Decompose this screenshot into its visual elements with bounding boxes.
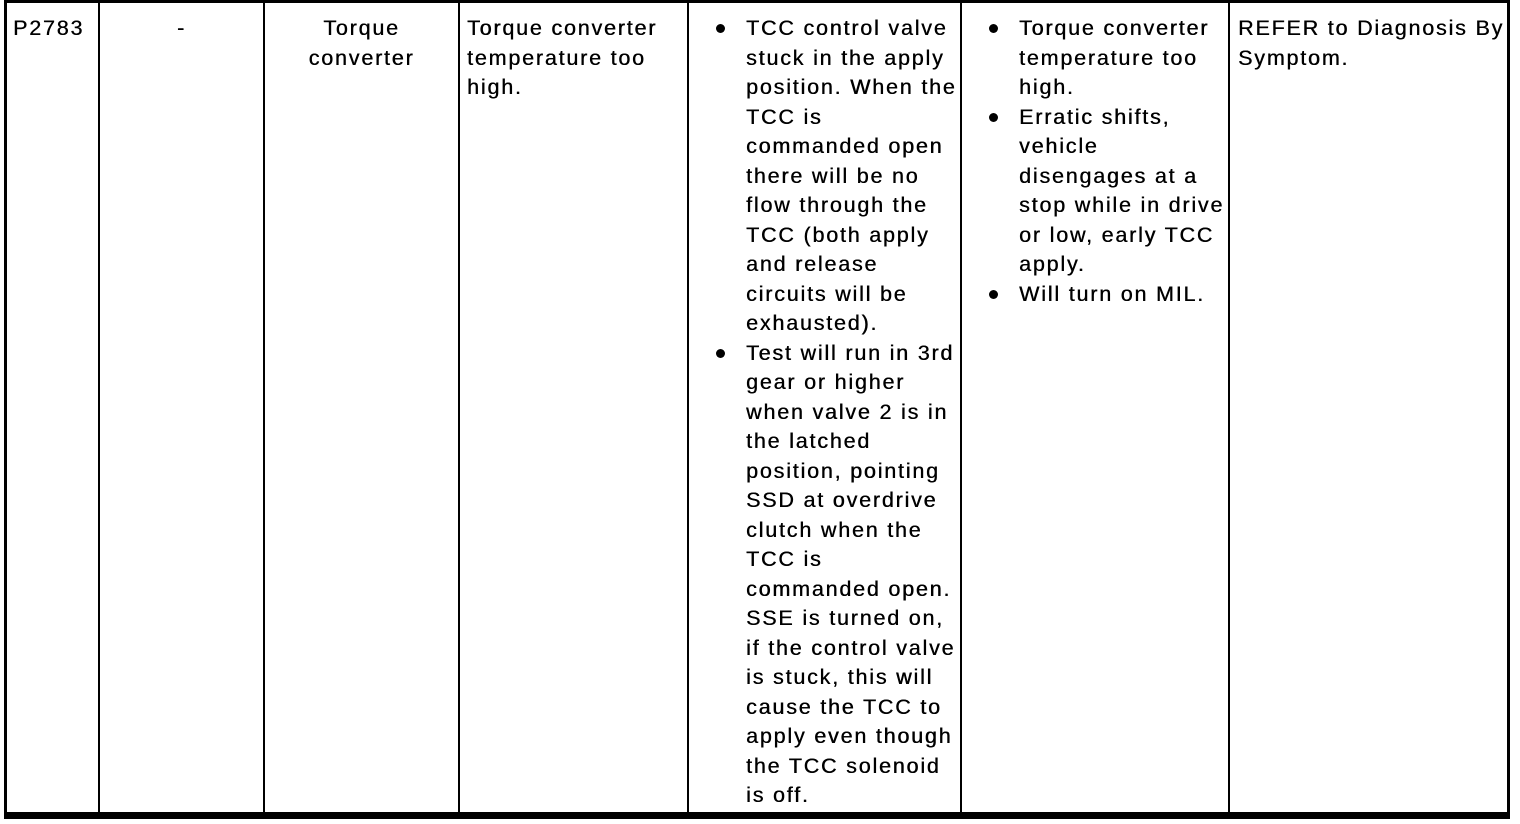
cell-symptoms: Torque converter temperature too high. E… <box>962 3 1230 812</box>
component-text: Torque converter <box>308 16 415 70</box>
cell-fault-details: TCC control valve stuck in the apply pos… <box>689 3 962 812</box>
bullet-icon <box>989 24 998 33</box>
list-item: Will turn on MIL. <box>962 280 1228 310</box>
bullet-icon <box>716 24 725 33</box>
cell-action: REFER to Diagnosis By Symptom. <box>1230 3 1507 812</box>
bullet-icon <box>989 289 998 299</box>
list-item: Torque converter temperature too high. <box>962 14 1228 103</box>
symptom-text: Erratic shifts, vehicle disengages at a … <box>1019 104 1225 277</box>
dtc-code: P2783 <box>13 16 85 40</box>
symptom-text: Will turn on MIL. <box>1019 281 1205 306</box>
list-item: Erratic shifts, vehicle disengages at a … <box>962 103 1228 280</box>
symptoms-list: Torque converter temperature too high. E… <box>962 14 1228 309</box>
cell-dtc-code: P2783 <box>7 3 100 812</box>
cell-description: Torque converter temperature too high. <box>460 3 689 812</box>
cell-component: Torque converter <box>265 3 460 812</box>
list-item: TCC control valve stuck in the apply pos… <box>689 14 960 339</box>
fault-detail-text: Test will run in 3rd gear or higher when… <box>746 340 956 808</box>
action-text: REFER to Diagnosis By Symptom. <box>1238 16 1505 70</box>
dtc-table-row: P2783 - Torque converter Torque converte… <box>4 0 1510 819</box>
bullet-icon <box>716 348 725 358</box>
description-text: Torque converter temperature too high. <box>467 16 658 99</box>
symptom-text: Torque converter temperature too high. <box>1019 16 1210 99</box>
dash-value: - <box>177 16 186 40</box>
list-item: Test will run in 3rd gear or higher when… <box>689 339 960 811</box>
fault-detail-text: TCC control valve stuck in the apply pos… <box>746 16 957 335</box>
cell-dash: - <box>100 3 265 812</box>
fault-details-list: TCC control valve stuck in the apply pos… <box>689 14 960 811</box>
bullet-icon <box>989 112 998 122</box>
